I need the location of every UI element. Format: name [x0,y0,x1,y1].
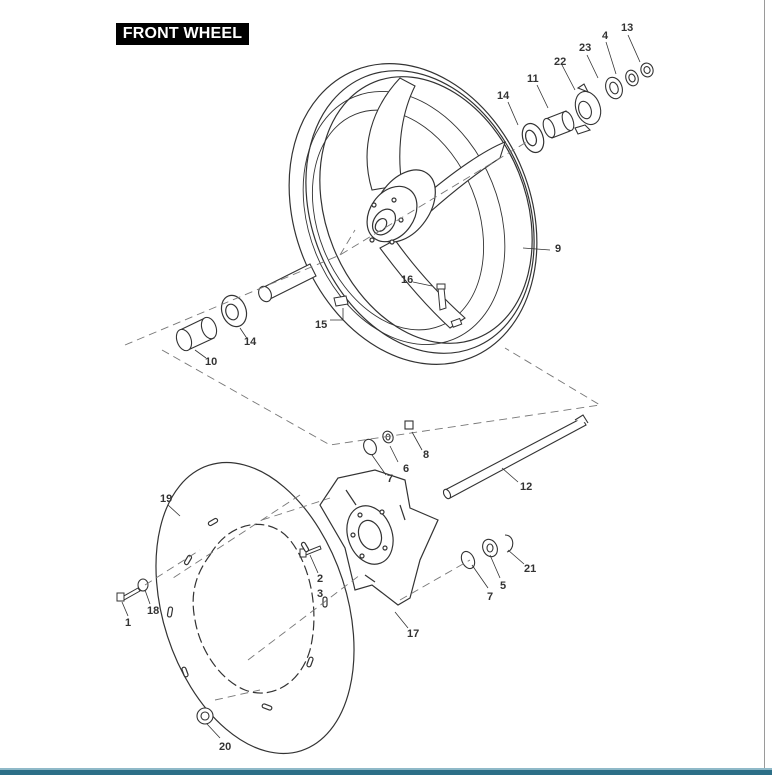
callout-9: 9 [555,243,561,255]
frame-border [764,0,765,768]
callout-14-right: 14 [497,90,510,102]
callout-1: 1 [125,617,131,629]
callout-17: 17 [407,628,419,640]
speedo-drive-22 [574,83,602,135]
callout-10: 10 [205,356,217,368]
callout-5: 5 [500,580,506,592]
spacer-tube [258,263,317,303]
ring-washer-nut-upper [363,420,414,456]
callout-11: 11 [527,73,539,85]
callout-16: 16 [401,274,413,286]
callout-4: 4 [602,30,609,42]
brake-disc [155,461,355,755]
leader-lines [121,34,641,739]
callout-21: 21 [524,563,536,575]
callout-7-lower: 7 [487,591,493,603]
callout-14-left: 14 [244,336,257,348]
callout-labels: 13 4 23 22 11 14 9 16 15 14 10 8 6 7 12 … [125,22,633,753]
disc-carrier [319,469,439,606]
callout-20: 20 [219,741,231,753]
callout-19: 19 [160,493,172,505]
bearing-right [521,122,545,154]
valve-stem [436,283,463,328]
diagram-title: FRONT WHEEL [116,23,249,45]
callout-8: 8 [423,449,429,461]
carrier-bolt [299,545,322,558]
ring-spacer-clip-lower [460,534,514,570]
callout-2: 2 [317,573,323,585]
spacer-10 [175,316,218,352]
assembly-guide-lines [124,139,602,701]
callout-13: 13 [621,22,633,34]
callout-6: 6 [403,463,409,475]
spacer-11 [542,110,575,139]
washers-23-4-13 [605,62,654,100]
callout-23: 23 [579,42,591,54]
callout-7-upper: 7 [387,473,393,485]
callout-18: 18 [147,605,159,617]
wheel-hub [366,169,436,245]
footer-bar [0,768,772,775]
axle [442,414,589,500]
bearing-left [220,294,248,328]
callout-3: 3 [317,588,323,600]
balance-weight [333,295,349,307]
callout-12: 12 [520,481,532,493]
disc-bolt [116,578,149,602]
callout-15: 15 [315,319,327,331]
grommet [196,707,214,725]
wheel-rim [288,63,538,365]
callout-22: 22 [554,56,566,68]
